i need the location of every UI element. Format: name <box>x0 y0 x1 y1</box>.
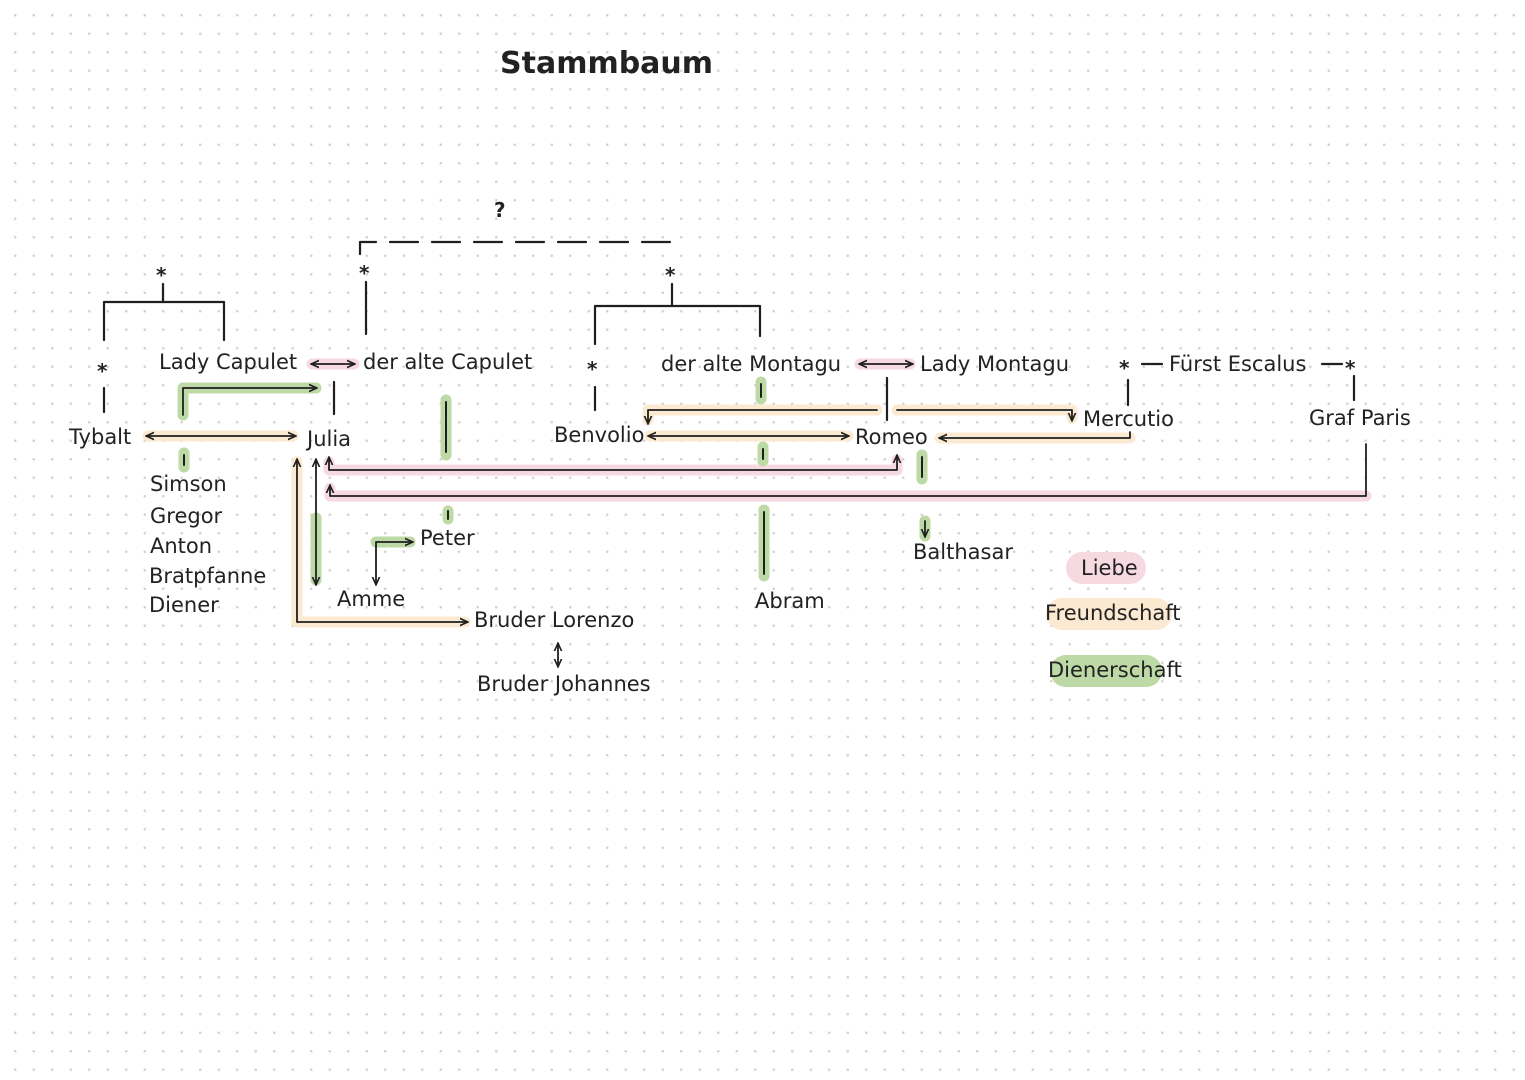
star-marker-alter-capulet-parent: * <box>359 261 370 285</box>
arrow-julia-lorenzo <box>297 460 467 622</box>
star-marker-mercutio-parent: * <box>1119 356 1130 380</box>
legend-dienerschaft-swatch <box>1050 655 1162 687</box>
star-marker-capulet-grandparents: * <box>156 263 167 287</box>
node-bruder-johannes: Bruder Johannes <box>477 672 651 696</box>
node-fuerst-escalus: Fürst Escalus <box>1169 352 1307 376</box>
question-mark: ? <box>494 198 506 222</box>
pedigree-lines <box>102 240 1356 422</box>
node-mercutio: Mercutio <box>1083 407 1174 431</box>
line-montagu-parents-bracket <box>593 304 762 346</box>
node-diener: Diener <box>149 593 219 617</box>
arrow-montagu-benvolio <box>648 409 878 423</box>
node-romeo: Romeo <box>855 425 928 449</box>
servant-marks <box>183 383 923 575</box>
star-marker-benvolio-parent: * <box>587 357 598 381</box>
node-bruder-lorenzo: Bruder Lorenzo <box>474 608 635 632</box>
arrow-romeo-mercutio <box>940 431 1131 438</box>
highlight-julia-paris <box>324 482 1372 502</box>
star-marker-montagu-grandparents: * <box>665 263 676 287</box>
node-anton: Anton <box>150 534 213 558</box>
node-julia: Julia <box>307 427 352 451</box>
line-capulet-parents-bracket <box>102 300 226 342</box>
node-bratpfanne: Bratpfanne <box>149 564 267 588</box>
node-peter: Peter <box>420 526 475 550</box>
node-lady-montagu: Lady Montagu <box>920 352 1070 376</box>
node-alter-capulet: der alte Capulet <box>363 350 533 374</box>
node-simson: Simson <box>150 472 227 496</box>
star-marker-paris-parent: * <box>1345 356 1356 380</box>
node-balthasar: Balthasar <box>913 540 1013 564</box>
legend-liebe-label: Liebe <box>1081 556 1138 580</box>
node-gregor: Gregor <box>150 504 223 528</box>
node-benvolio: Benvolio <box>554 423 645 447</box>
page-title: Stammbaum <box>500 46 714 81</box>
legend-freundschaft-label: Freundschaft <box>1045 601 1181 625</box>
node-amme: Amme <box>337 587 406 611</box>
arrow-amme-peter <box>376 542 412 584</box>
arrow-montagu-mercutio <box>896 409 1072 420</box>
node-graf-paris: Graf Paris <box>1309 406 1411 430</box>
highlight-montagu-benvolio <box>642 404 883 426</box>
legend-dienerschaft-label: Dienerschaft <box>1048 658 1182 682</box>
star-marker-tybalt-parent: * <box>97 359 108 383</box>
node-abram: Abram <box>755 589 825 613</box>
line-dashed-relation <box>358 240 672 256</box>
highlight-montagu-mercutio <box>891 404 1078 424</box>
highlight-lady-capulet-julia <box>177 382 322 421</box>
highlight-julia-romeo <box>323 454 903 476</box>
arrow-lady-capulet-julia-servant <box>182 388 316 416</box>
relation-arrows <box>147 364 1367 666</box>
legend-freundschaft-swatch <box>1046 598 1172 630</box>
liebe-highlights <box>306 358 1372 502</box>
node-alter-montagu: der alte Montagu <box>661 352 842 376</box>
node-lady-capulet: Lady Capulet <box>159 350 298 374</box>
node-tybalt: Tybalt <box>69 425 132 449</box>
legend-liebe-swatch <box>1066 552 1146 584</box>
